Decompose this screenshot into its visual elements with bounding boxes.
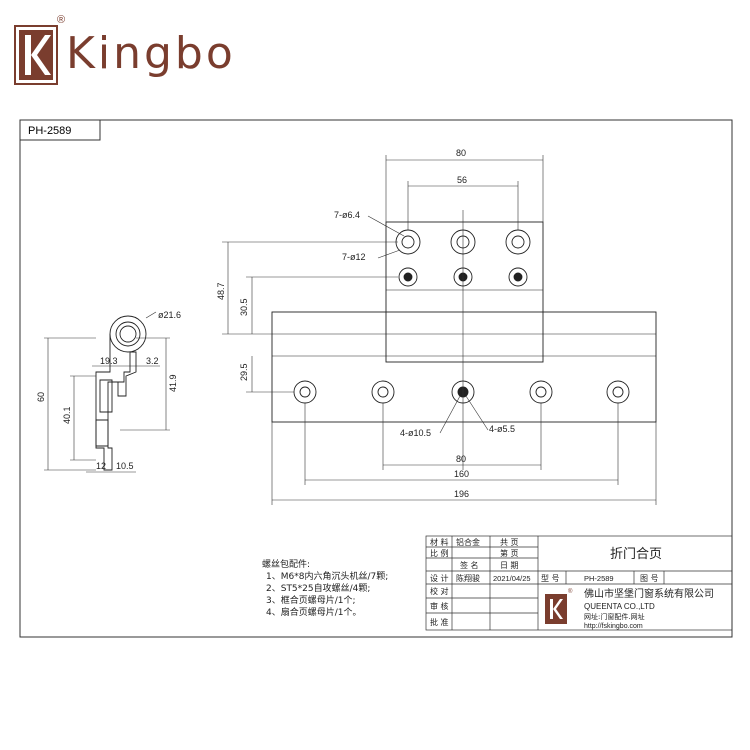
dim-side-60: 60: [36, 392, 46, 402]
company-info: 佛山市坚堡门窗系统有限公司 QUEENTA CO.,LTD 网址:门窗配件.网址…: [584, 587, 714, 630]
dim-side-41-9: 41.9: [168, 374, 178, 392]
notes-line-1: 1、M6*8内六角沉头机丝/7颗;: [266, 570, 388, 582]
notes-line-4: 4、扇合页螺母片/1个。: [266, 606, 362, 618]
website-url: http://fskingbo.com: [584, 623, 643, 630]
dim-side-pin: ø21.6: [158, 310, 181, 320]
company-logo-icon: [545, 594, 567, 624]
dim-height-left: 48.7: [216, 282, 226, 300]
dim-side-10-5: 10.5: [116, 461, 134, 471]
dim-bottom-span-80: 80: [456, 454, 466, 464]
label-approve: 批 准: [430, 617, 449, 627]
label-design: 设 计: [430, 573, 449, 583]
dim-height-mid: 30.5: [239, 298, 249, 316]
company-cn: 佛山市坚堡门窗系统有限公司: [584, 587, 714, 600]
upper-leaf: [385, 221, 544, 363]
label-sign: 签 名: [460, 560, 479, 570]
label-review: 审 核: [430, 601, 449, 611]
model-code-box: [19, 119, 101, 141]
label-drawing-no: 图 号: [640, 574, 659, 583]
company-registered-mark: ®: [568, 588, 573, 595]
notes-line-2: 2、ST5*25自攻螺丝/4颗;: [266, 582, 370, 594]
brand-name: Kingbo: [66, 28, 236, 79]
company-en: QUEENTA CO.,LTD: [584, 602, 655, 611]
front-dimension-labels: 80 56 7-ø6.4 7-ø12 48.7 30.5 29.5 4-ø10.…: [216, 148, 515, 499]
front-view: [271, 221, 657, 423]
kingbo-logo-icon: [14, 25, 58, 85]
dim-bottom-hole-small: 4-ø5.5: [489, 424, 515, 434]
notes-heading: 螺丝包配件:: [262, 558, 310, 570]
dim-side-40-1: 40.1: [62, 406, 72, 424]
dim-hole-large: 7-ø12: [342, 252, 366, 262]
side-dimension-lines: [44, 311, 170, 473]
part-title: 折门合页: [610, 547, 662, 562]
dim-side-3-2: 3.2: [146, 356, 159, 366]
bottom-holes: [293, 380, 630, 404]
value-model: PH-2589: [584, 574, 614, 583]
dim-bottom-hole-large: 4-ø10.5: [400, 428, 431, 438]
dim-top-width: 80: [456, 148, 466, 158]
side-dimension-labels: ø21.6 19.3 3.2 60 41.9 40.1 12 10.5: [36, 310, 181, 471]
drawing-frame: [19, 119, 733, 638]
dim-height-lower: 29.5: [239, 363, 249, 381]
side-view: [95, 315, 147, 471]
front-dimension-lines: [222, 155, 657, 505]
dim-bottom-span-160: 160: [454, 469, 469, 479]
dim-side-12: 12: [96, 461, 106, 471]
dim-hole-small: 7-ø6.4: [334, 210, 360, 220]
bottom-plate: [271, 311, 657, 423]
value-designer: 陈翔骏: [456, 573, 480, 583]
label-model: 型 号: [541, 574, 560, 583]
label-total-pages: 共 页: [500, 538, 519, 547]
notes-line-3: 3、框合页螺母片/1个;: [266, 594, 356, 606]
registered-mark: ®: [57, 14, 66, 26]
model-code: PH-2589: [28, 125, 71, 137]
label-check: 校 对: [430, 586, 449, 596]
label-material: 材 料: [430, 537, 449, 547]
label-scale: 比 例: [430, 548, 449, 558]
dim-overall-width: 196: [454, 489, 469, 499]
website-line: 网址:门窗配件.网址: [584, 612, 645, 621]
title-block-text: 材 料 铝合金 共 页 比 例 第 页 签 名 日 期 设 计 陈翔骏 2021…: [430, 537, 662, 627]
label-date: 日 期: [500, 561, 519, 570]
label-page: 第 页: [500, 548, 519, 558]
notes: 螺丝包配件: 1、M6*8内六角沉头机丝/7颗; 2、ST5*25自攻螺丝/4颗…: [262, 558, 388, 618]
value-material: 铝合金: [456, 537, 480, 547]
dim-hole-spacing-top: 56: [457, 175, 467, 185]
value-design-date: 2021/04/25: [493, 574, 531, 583]
title-block-grid: [425, 535, 733, 631]
dim-side-19-3: 19.3: [100, 356, 118, 366]
